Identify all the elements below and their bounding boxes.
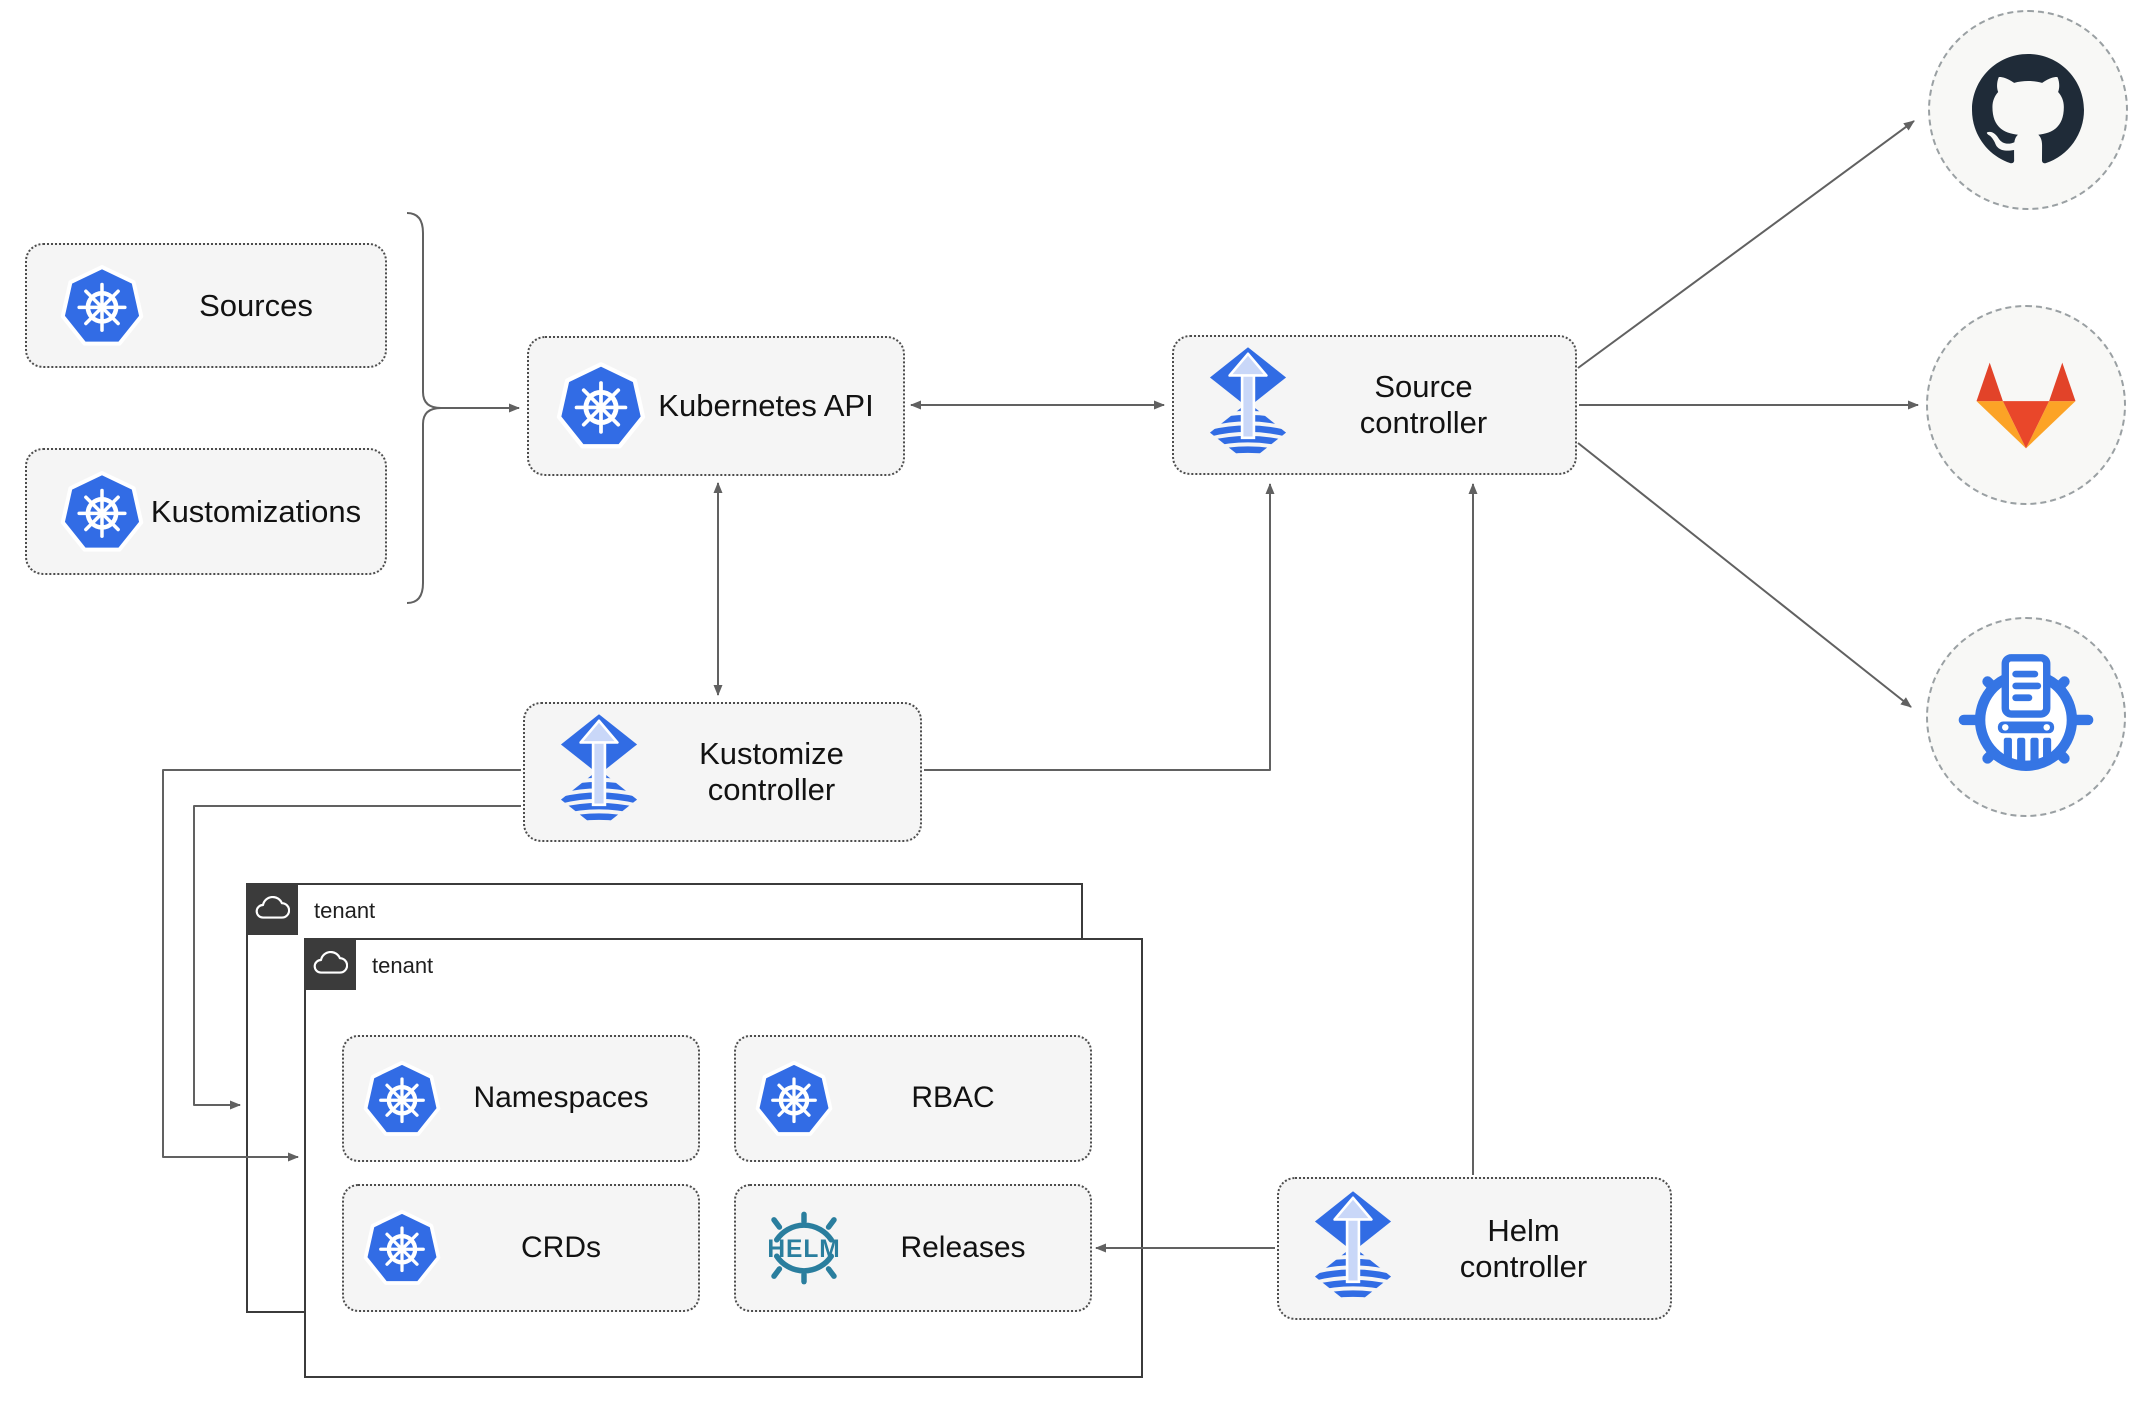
box-label: CRDs <box>521 1230 601 1264</box>
box-label-line1: Helm <box>1487 1212 1560 1248</box>
tenant-tab <box>246 883 298 935</box>
cloud-icon <box>312 951 348 978</box>
chartmuseum-icon <box>1952 643 2100 791</box>
box-label: Source controller <box>1290 369 1557 440</box>
box-label: Namespaces <box>473 1081 649 1115</box>
crds-box: CRDs <box>342 1184 700 1312</box>
box-label-line1: Source <box>1374 369 1473 405</box>
gitlab-endpoint <box>1926 305 2126 505</box>
bracket-sources-kustomizations <box>406 212 442 604</box>
box-label: Releases <box>900 1230 1026 1264</box>
kubernetes-icon <box>555 360 647 452</box>
kustomizations-box: Kustomizations <box>25 448 387 575</box>
releases-box: HELM Releases <box>734 1184 1092 1312</box>
box-label-line2: controller <box>707 772 836 807</box>
kubernetes-icon <box>362 1059 442 1139</box>
helm-controller-box: Helm controller <box>1277 1177 1672 1320</box>
kubernetes-icon <box>59 469 145 555</box>
kubernetes-icon <box>754 1059 834 1139</box>
flux-icon <box>1311 1191 1395 1307</box>
tenant-front-box: tenant Namespaces RBAC CRDs HELM <box>304 938 1143 1378</box>
box-label: Kubernetes API <box>658 388 874 424</box>
tenant-label: tenant <box>372 953 434 978</box>
box-label: RBAC <box>911 1081 995 1115</box>
helm-wordmark: HELM <box>767 1236 840 1263</box>
flux-icon <box>1206 347 1290 463</box>
kustomize-controller-box: Kustomize controller <box>523 702 922 842</box>
tenant-label: tenant <box>314 898 376 923</box>
kubernetes-api-box: Kubernetes API <box>527 336 905 476</box>
box-label: Kustomizations <box>150 493 362 529</box>
edge-source-controller-github <box>1577 120 1915 369</box>
box-label-line2: controller <box>1359 405 1488 440</box>
chartmuseum-endpoint <box>1926 617 2126 817</box>
kubernetes-icon <box>362 1208 442 1288</box>
github-endpoint <box>1928 10 2128 210</box>
box-label: Helm controller <box>1395 1213 1652 1284</box>
cloud-icon <box>254 896 290 923</box>
box-label: Sources <box>199 287 313 323</box>
edge-kustomize-controller-source-controller <box>924 483 1275 771</box>
gitlab-icon <box>1971 356 2081 455</box>
rbac-box: RBAC <box>734 1035 1092 1162</box>
edge-source-controller-chartmuseum <box>1577 442 1912 708</box>
namespaces-box: Namespaces <box>342 1035 700 1162</box>
box-label-line1: Kustomize <box>699 736 844 772</box>
box-label: Kustomize controller <box>641 736 902 807</box>
github-icon <box>1972 54 2084 166</box>
flux-icon <box>557 714 641 830</box>
sources-box: Sources <box>25 243 387 368</box>
source-controller-box: Source controller <box>1172 335 1577 475</box>
tenant-tab <box>304 938 356 990</box>
helm-icon: HELM <box>767 1211 840 1285</box>
kubernetes-icon <box>59 263 145 349</box>
box-label-line2: controller <box>1459 1248 1588 1284</box>
